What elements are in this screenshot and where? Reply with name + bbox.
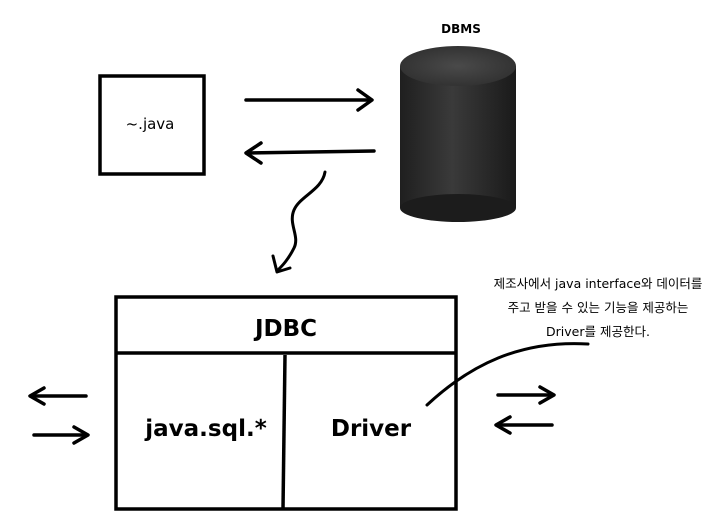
dbms-label: DBMS <box>441 22 481 36</box>
dbms-cylinder-icon <box>400 46 516 222</box>
jdbc-driver-section: Driver <box>331 416 412 442</box>
driver-note: 제조사에서 java interface와 데이터를 주고 받을 수 있는 기능… <box>468 272 728 344</box>
driver-note-line-1: 제조사에서 java interface와 데이터를 <box>493 276 703 291</box>
jdbc-title: JDBC <box>253 316 317 342</box>
driver-note-line-2: 주고 받을 수 있는 기능을 제공하는 <box>507 300 689 315</box>
jdbc-java-sql-section: java.sql.* <box>144 416 266 442</box>
left-exchange-arrows-icon <box>28 386 90 445</box>
jdbc-box <box>114 295 458 511</box>
note-pointer-line <box>425 342 590 407</box>
driver-note-line-3: Driver를 제공한다. <box>546 324 650 339</box>
right-exchange-arrows-icon <box>494 385 556 435</box>
java-file-label: ~.java <box>126 115 175 133</box>
squiggle-arrow-icon <box>271 170 327 274</box>
arrow-from-dbms-icon <box>244 141 376 165</box>
java-file-box <box>98 74 206 176</box>
arrow-to-dbms-icon <box>244 88 374 112</box>
